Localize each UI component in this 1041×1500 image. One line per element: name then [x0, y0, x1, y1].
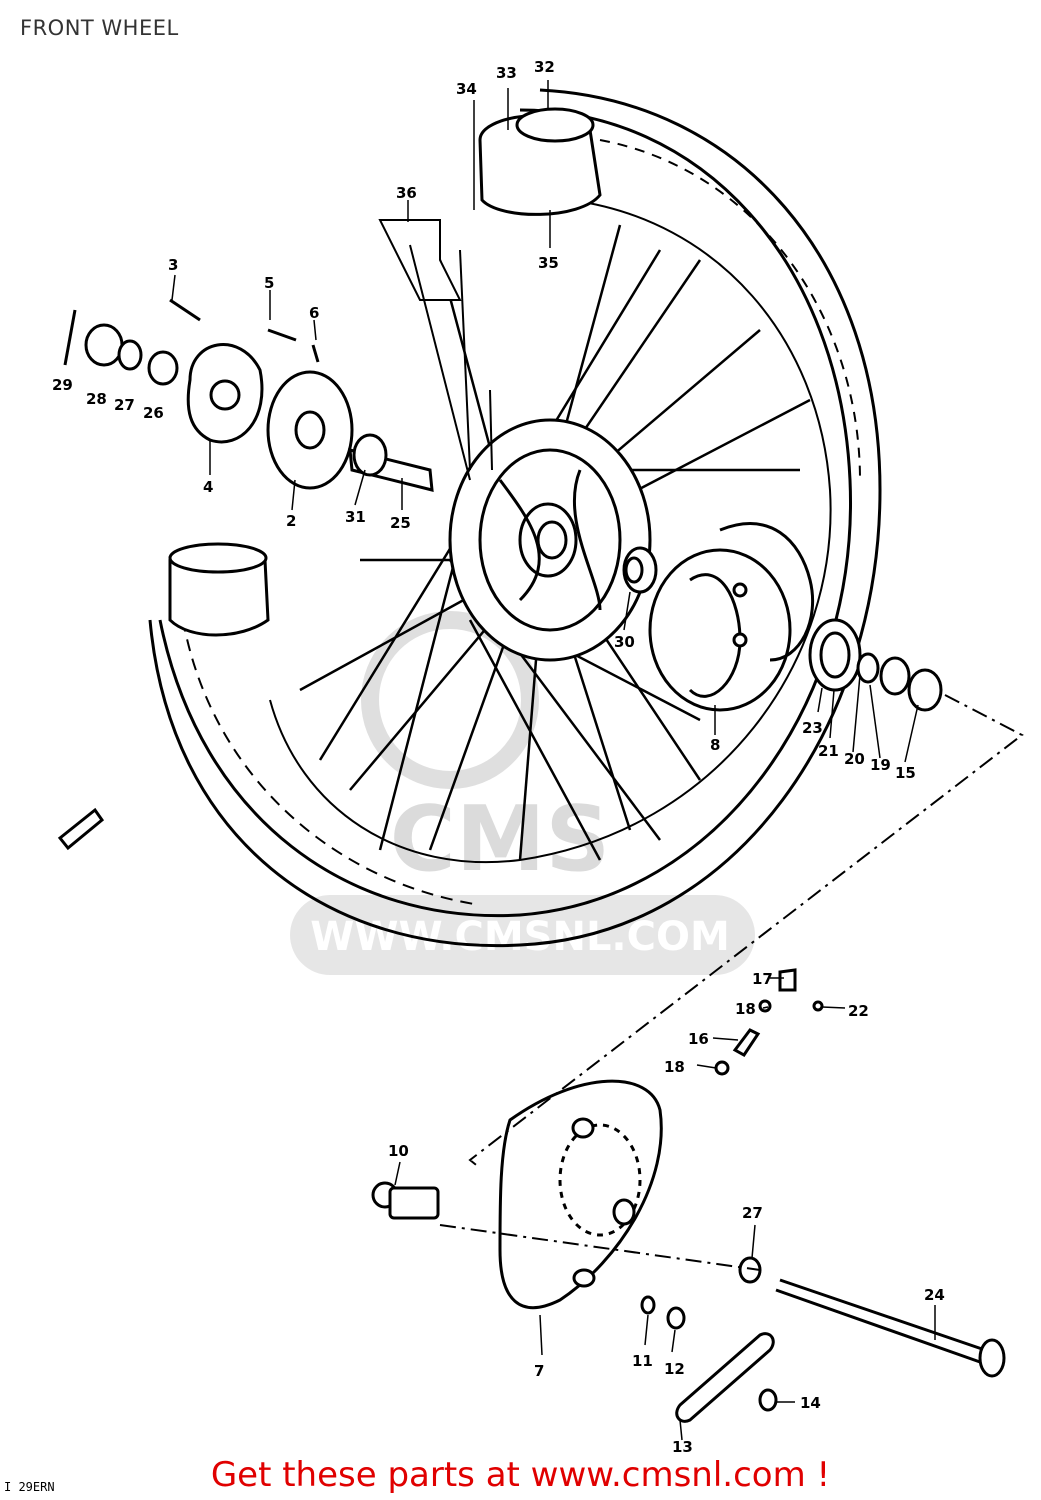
part-number-labels: 32 33 34 35 36 3 5 6 29 28 27 26 4 2 31 … — [52, 58, 945, 1456]
part-label-18-lower: 18 — [664, 1058, 685, 1076]
part-label-2: 2 — [286, 512, 296, 530]
page-title: FRONT WHEEL — [20, 16, 179, 40]
part-label-28: 28 — [86, 390, 107, 408]
part-label-35: 35 — [538, 254, 559, 272]
wheel-hub — [448, 418, 652, 662]
footer-promo-text[interactable]: Get these parts at www.cmsnl.com ! — [210, 1455, 831, 1495]
part-label-27-upper: 27 — [114, 396, 135, 414]
part-label-18-upper: 18 — [735, 1000, 756, 1018]
assembly-center-lines — [439, 694, 1024, 1271]
watermark-url-text: WWW.CMSNL.COM — [310, 914, 730, 960]
part-label-26: 26 — [143, 404, 164, 422]
part-label-23: 23 — [802, 719, 823, 737]
part-label-14: 14 — [800, 1394, 821, 1412]
part-label-36: 36 — [396, 184, 417, 202]
tire-section — [168, 542, 270, 637]
part-label-10: 10 — [388, 1142, 409, 1160]
part-label-16: 16 — [688, 1030, 709, 1048]
part-label-13: 13 — [672, 1438, 693, 1456]
part-label-19: 19 — [870, 756, 891, 774]
axle-nut-part-10 — [371, 1181, 440, 1220]
brake-panel — [498, 1079, 663, 1310]
part-label-33: 33 — [496, 64, 517, 82]
part-label-20: 20 — [844, 750, 865, 768]
part-label-25: 25 — [390, 514, 411, 532]
part-label-29: 29 — [52, 376, 73, 394]
part-label-31: 31 — [345, 508, 366, 526]
spacer-part-30 — [622, 546, 658, 594]
part-label-3: 3 — [168, 256, 178, 274]
front-direction-arrow-icon — [57, 807, 105, 851]
valve-parts — [378, 219, 493, 481]
part-label-6: 6 — [309, 304, 319, 322]
part-label-5: 5 — [264, 274, 274, 292]
drawing-code: I 29ERN — [4, 1480, 55, 1494]
seal-washers — [808, 618, 943, 712]
part-label-21: 21 — [818, 742, 839, 760]
brake-arm-parts — [640, 968, 824, 1423]
part-label-24: 24 — [924, 1286, 945, 1304]
hub-left-parts — [63, 298, 434, 492]
watermark-cms-text: CMS — [390, 787, 610, 892]
part-label-15: 15 — [895, 764, 916, 782]
part-label-34: 34 — [456, 80, 477, 98]
watermark-logo: CMS WWW.CMSNL.COM — [290, 611, 755, 975]
part-label-11: 11 — [632, 1352, 653, 1370]
part-label-27-lower: 27 — [742, 1204, 763, 1222]
leader-lines — [171, 80, 936, 1441]
part-label-22: 22 — [848, 1002, 869, 1020]
axle-part-24 — [775, 1278, 1006, 1378]
part-label-32: 32 — [534, 58, 555, 76]
tube-section — [478, 107, 602, 216]
part-label-17: 17 — [752, 970, 773, 988]
brake-shoe-assembly — [648, 522, 815, 712]
part-label-12: 12 — [664, 1360, 685, 1378]
part-label-8: 8 — [710, 736, 720, 754]
part-label-4: 4 — [203, 478, 213, 496]
part-label-7: 7 — [534, 1362, 544, 1380]
part-label-30: 30 — [614, 633, 635, 651]
